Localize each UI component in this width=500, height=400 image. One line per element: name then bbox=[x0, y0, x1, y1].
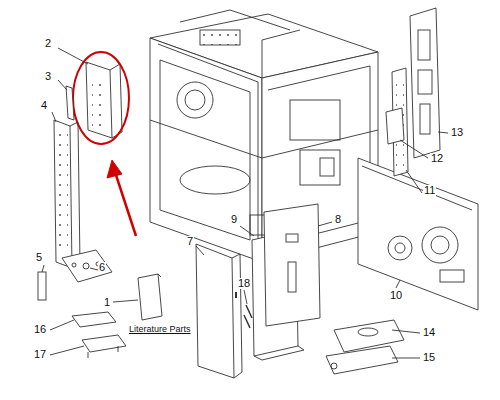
callout-number: 13 bbox=[450, 127, 464, 138]
callout-number: 11 bbox=[423, 185, 436, 196]
callout-number: 2 bbox=[44, 38, 52, 49]
callout-number: 6 bbox=[98, 262, 106, 273]
callout-number: 12 bbox=[430, 153, 444, 164]
callout-number: 8 bbox=[334, 214, 342, 225]
leader-lines bbox=[42, 48, 448, 358]
callout-number: 17 bbox=[33, 349, 47, 360]
callout-number: 5 bbox=[35, 252, 43, 263]
callout-number: 7 bbox=[186, 236, 194, 247]
callout-number: 10 bbox=[389, 290, 403, 301]
callout-number: 15 bbox=[422, 352, 436, 363]
callout-number: 1 bbox=[103, 297, 111, 308]
callout-number: 18 bbox=[237, 278, 251, 289]
callout-number: 14 bbox=[422, 327, 436, 338]
callout-number: 9 bbox=[230, 214, 238, 225]
callout-number: 3 bbox=[44, 71, 52, 82]
caption-label: Literature Parts bbox=[128, 325, 192, 334]
callout-number: 16 bbox=[33, 324, 47, 335]
callout-number: 4 bbox=[40, 100, 48, 111]
